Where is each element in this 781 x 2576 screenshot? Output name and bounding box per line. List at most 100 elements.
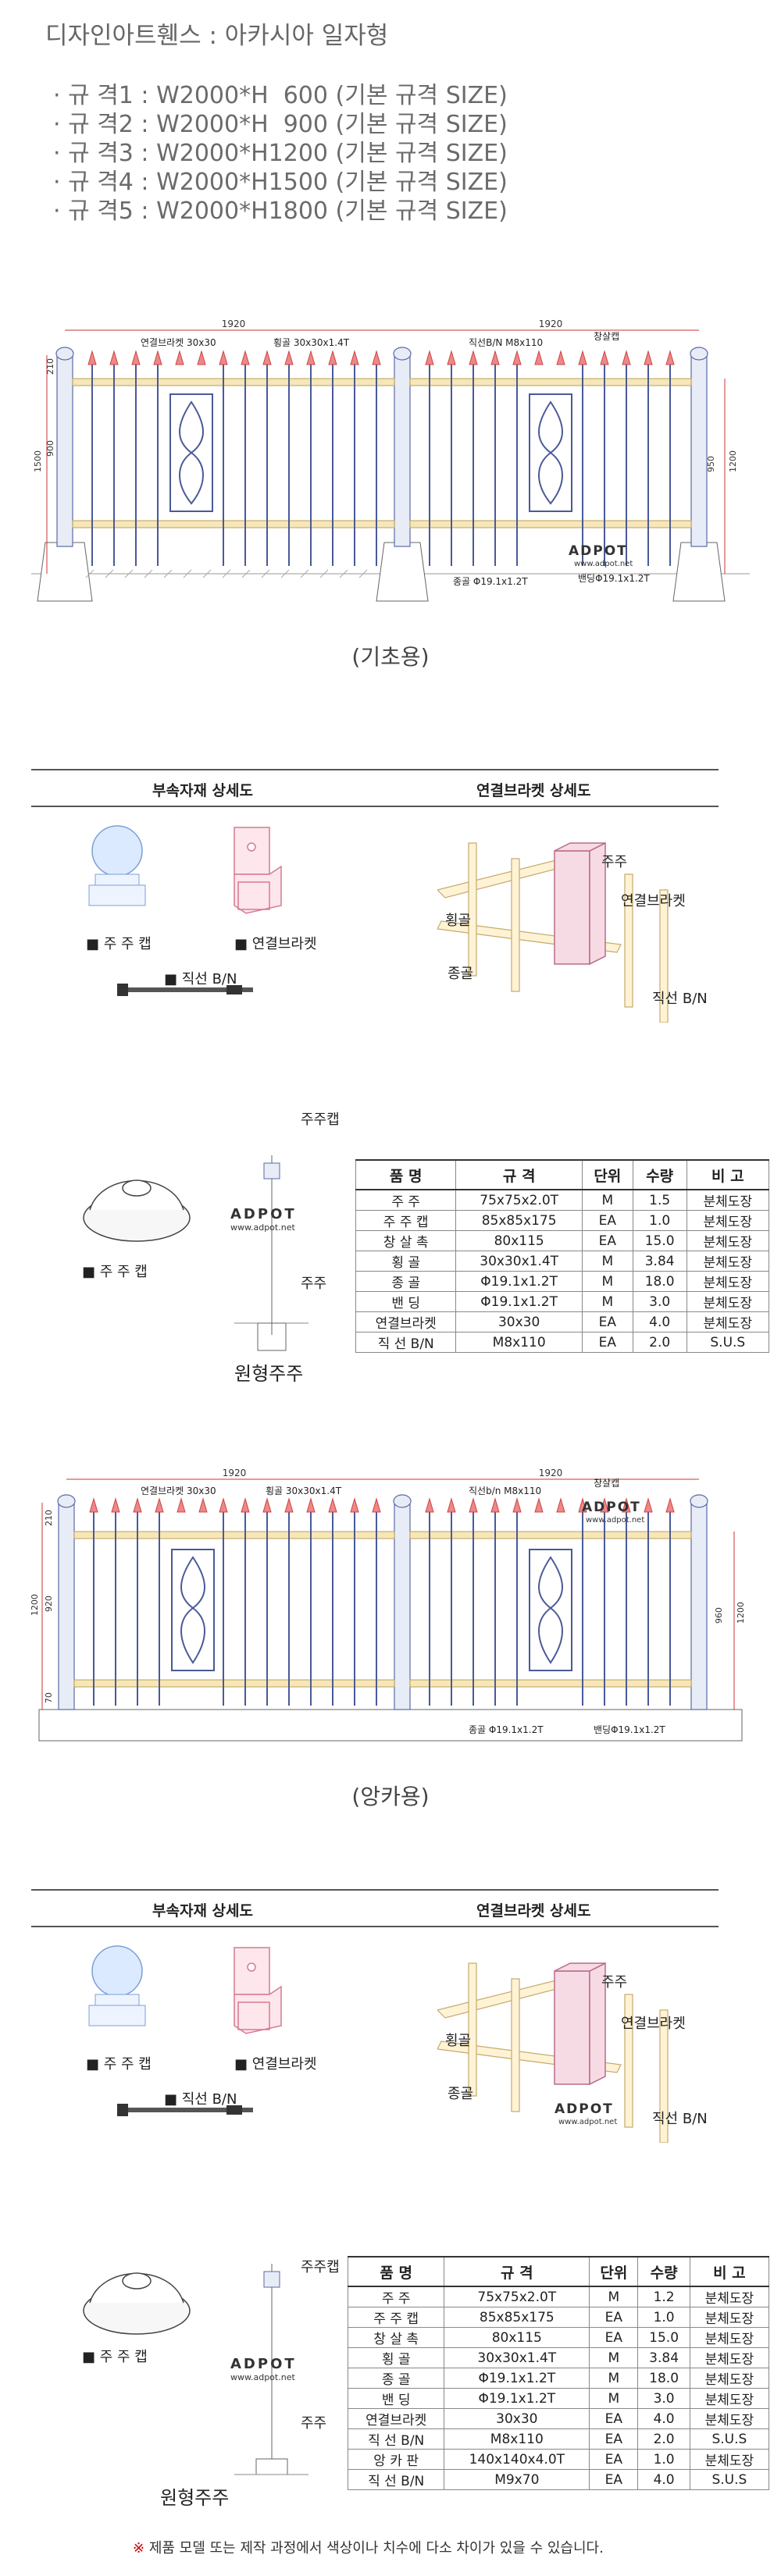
post-elevation — [234, 2264, 308, 2475]
bolt-icon — [117, 2104, 253, 2116]
iso-label-bolt: 직선 B/N — [652, 991, 708, 1007]
drawing-caption-foundation: (기초용) — [351, 644, 430, 670]
parts-illustration — [88, 825, 282, 996]
note-rail: 횡골 30x30x1.4T — [266, 1485, 342, 1496]
note-rail: 횡골 30x30x1.4T — [273, 337, 350, 348]
spec-item: · 규 격2 : W2000*H 900 (기본 규격 SIZE) — [53, 111, 508, 138]
dim-height-inner: 950 — [706, 456, 716, 472]
post-caption: 원형주주 — [234, 1363, 304, 1385]
svg-text:www.adpot.net: www.adpot.net — [574, 560, 633, 568]
bracket-icon — [234, 827, 282, 914]
dim-width-right: 1920 — [539, 1468, 563, 1478]
header-cell: 비 고 — [686, 1159, 770, 1190]
header-cell: 수량 — [637, 2256, 690, 2287]
page-title: 디자인아트휀스 : 아카시아 일자형 — [45, 22, 389, 50]
bracket-isometric — [437, 841, 669, 1023]
section-title-parts: 부속자재 상세도 — [152, 1902, 253, 1920]
post-cap-icon — [88, 825, 146, 906]
note-band: 밴딩Φ19.1x1.2T — [594, 1724, 665, 1735]
dim-height-mid: 900 — [45, 440, 55, 457]
label-post-cap: ■ 주 주 캡 — [86, 2056, 152, 2073]
warning-mark: ※ — [133, 2540, 145, 2556]
dim-height-inner: 960 — [714, 1607, 724, 1624]
round-cap-icon — [83, 2272, 191, 2335]
post-detail-2 — [83, 2264, 308, 2475]
dim-height-right: 1200 — [728, 450, 738, 472]
logo: ADPOT www.adpot.net — [555, 2101, 617, 2126]
spec-item: · 규 격1 : W2000*H 600 (기본 규격 SIZE) — [53, 82, 508, 109]
section-title-bracket: 연결브라켓 상세도 — [476, 1902, 591, 1920]
bracket-isometric: ADPOT www.adpot.net — [437, 1962, 669, 2143]
dim-width-right: 1920 — [539, 318, 563, 329]
section-divider — [31, 769, 719, 770]
label-post-cap: ■ 주 주 캡 — [86, 936, 152, 952]
post-label-post: 주주 — [301, 2415, 327, 2432]
table-header-row: 품 명 규 격 단위 수량 비 고 — [347, 2256, 770, 2287]
logo: ADPOT www.adpot.net — [582, 1500, 644, 1525]
header-cell: 단위 — [581, 1159, 633, 1190]
label-round-cap: ■ 주 주 캡 — [82, 2349, 148, 2365]
spec-item: · 규 격3 : W2000*H1200 (기본 규격 SIZE) — [53, 140, 508, 167]
header-cell: 단위 — [589, 2256, 639, 2287]
footer-note: ※ 제품 모델 또는 제작 과정에서 색상이나 치수에 다소 차이가 있을 수 … — [133, 2537, 604, 2557]
section-divider — [31, 1889, 719, 1891]
label-round-cap: ■ 주 주 캡 — [82, 1264, 148, 1280]
label-bracket: ■ 연결브라켓 — [234, 936, 317, 952]
note-bracket: 연결브라켓 30x30 — [141, 1485, 216, 1496]
note-bolt: 직선b/n M8x110 — [469, 1485, 541, 1496]
post-detail-1 — [83, 1155, 308, 1351]
fence-drawing-foundation: 1920 1920 1500 210 900 1200 950 연결브라켓 30… — [31, 318, 750, 602]
section-title-parts: 부속자재 상세도 — [152, 782, 253, 799]
iso-label-post: 주주 — [601, 854, 628, 870]
note-cap: 창살캡 — [594, 1478, 619, 1489]
header-cell: 규 격 — [444, 2256, 590, 2287]
dim-width-left: 1920 — [222, 318, 246, 329]
round-cap-icon — [83, 1179, 191, 1242]
svg-text:ADPOT: ADPOT — [569, 543, 628, 559]
note-bracket: 연결브라켓 30x30 — [141, 337, 216, 348]
iso-label-bolt: 직선 B/N — [652, 2111, 708, 2127]
dim-height-total: 1500 — [33, 450, 43, 472]
label-bolt: ■ 직선 B/N — [164, 971, 237, 987]
section-divider — [31, 1926, 719, 1927]
label-bracket: ■ 연결브라켓 — [234, 2056, 317, 2073]
logo: ADPOT www.adpot.net — [230, 1206, 297, 1233]
post-cap-icon — [88, 1945, 146, 2026]
note-band: 밴딩Φ19.1x1.2T — [578, 573, 650, 584]
header-cell: 규 격 — [455, 1159, 583, 1190]
iso-label-bracket: 연결브라켓 — [621, 893, 686, 909]
svg-text:www.adpot.net: www.adpot.net — [558, 2118, 617, 2126]
drawing-caption-anchor: (앙카용) — [351, 1784, 430, 1809]
iso-label-bracket: 연결브라켓 — [621, 2016, 686, 2032]
post-caption: 원형주주 — [160, 2487, 230, 2509]
svg-text:ADPOT: ADPOT — [555, 2101, 614, 2117]
dim-height-mid: 920 — [44, 1596, 54, 1612]
svg-text:www.adpot.net: www.adpot.net — [586, 1516, 644, 1525]
table-header-row: 품 명 규 격 단위 수량 비 고 — [355, 1159, 770, 1190]
note-vert: 종골 Φ19.1x1.2T — [453, 576, 528, 587]
note-cap: 창살캡 — [594, 331, 619, 342]
logo: ADPOT www.adpot.net — [569, 543, 633, 568]
iso-label-post: 주주 — [601, 1974, 628, 1991]
dim-height-total: 1200 — [31, 1594, 40, 1616]
fence-drawing-anchor: 1920 1920 1200 210 920 70 1200 960 연결브라켓… — [31, 1468, 746, 1742]
dim-height-top: 210 — [45, 358, 55, 375]
iso-label-rail: 횡골 — [445, 913, 472, 929]
header-cell: 수량 — [632, 1159, 687, 1190]
parts-illustration — [88, 1945, 282, 2116]
dim-height-base: 70 — [44, 1692, 54, 1703]
